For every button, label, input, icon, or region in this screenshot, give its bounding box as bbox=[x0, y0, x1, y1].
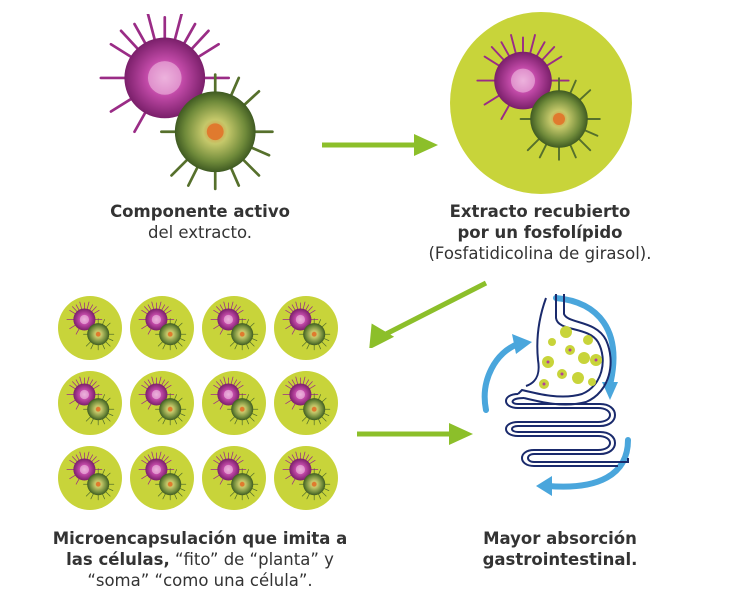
phytosome-capsule-icon bbox=[58, 371, 122, 435]
digestive-tract-icon bbox=[478, 290, 638, 500]
caption-4-bold-1: Mayor absorción bbox=[483, 529, 637, 548]
thistle-icon bbox=[95, 14, 285, 199]
caption-3-normal-3: “soma” “como una célula”. bbox=[87, 571, 313, 590]
caption-2-bold-1: Extracto recubierto bbox=[449, 202, 631, 221]
caption-microencapsulation: Microencapsulación que imita a las célul… bbox=[30, 528, 370, 591]
phytosome-capsule-icon bbox=[58, 446, 122, 510]
caption-1-normal: del extracto. bbox=[147, 223, 253, 242]
caption-3-normal-2: “fito” de “planta” y bbox=[169, 550, 334, 569]
caption-1-bold: Componente activo bbox=[110, 202, 290, 221]
caption-absorption: Mayor absorción gastrointestinal. bbox=[440, 528, 680, 570]
caption-4-bold-2: gastrointestinal. bbox=[482, 550, 638, 569]
phytosome-capsule-icon bbox=[449, 11, 633, 195]
phytosome-capsule-icon bbox=[274, 296, 338, 360]
arrow-right-icon bbox=[320, 130, 440, 160]
phytosome-capsule-icon bbox=[130, 296, 194, 360]
phytosome-capsule-icon bbox=[202, 446, 266, 510]
caption-coated-extract: Extracto recubierto por un fosfolípido (… bbox=[400, 201, 680, 264]
caption-3-bold-1: Microencapsulación que imita a bbox=[52, 529, 348, 548]
phytosome-capsule-icon bbox=[202, 371, 266, 435]
caption-active-component: Componente activo del extracto. bbox=[80, 201, 320, 243]
phytosome-capsule-icon bbox=[58, 296, 122, 360]
phytosome-capsule-icon bbox=[274, 446, 338, 510]
caption-3-bold-2: las células, bbox=[66, 550, 170, 569]
caption-2-bold-2: por un fosfolípido bbox=[457, 223, 623, 242]
phytosome-capsule-icon bbox=[202, 296, 266, 360]
phytosome-capsule-icon bbox=[274, 371, 338, 435]
arrow-right-icon bbox=[355, 420, 475, 448]
phytosome-grid bbox=[58, 296, 348, 514]
phytosome-capsule-icon bbox=[130, 446, 194, 510]
caption-2-normal: (Fosfatidicolina de girasol). bbox=[428, 244, 652, 263]
arrow-down-left-icon bbox=[362, 280, 490, 348]
phytosome-capsule-icon bbox=[130, 371, 194, 435]
